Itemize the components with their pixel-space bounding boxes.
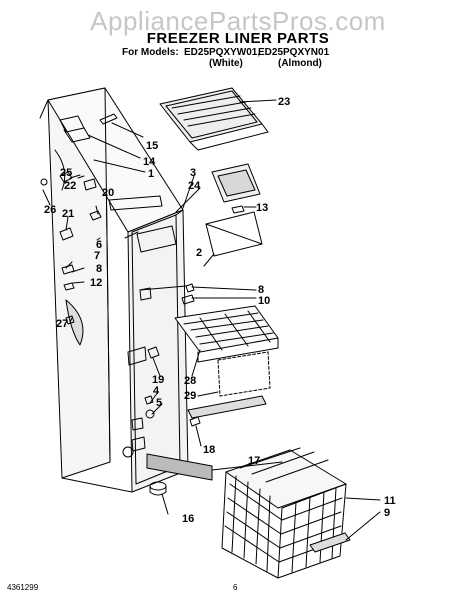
wire-basket-11 — [221, 447, 347, 579]
trim-17 — [146, 453, 213, 481]
switch-4 — [144, 395, 154, 405]
foot-16 — [149, 481, 167, 491]
model-white: ED25PQXYW01, — [184, 47, 261, 58]
callout-1: 1 — [148, 168, 154, 180]
callout-27: 27 — [56, 318, 68, 330]
callout-8a: 8 — [96, 263, 102, 275]
switch-5 — [145, 409, 155, 419]
callout-19: 19 — [152, 374, 164, 386]
callout-25: 25 — [60, 167, 72, 179]
bulb-cover — [122, 446, 134, 458]
callout-2: 2 — [196, 247, 202, 259]
callout-15: 15 — [146, 140, 158, 152]
control-21 — [59, 227, 74, 241]
callout-3: 3 — [190, 167, 196, 179]
callout-10: 10 — [258, 295, 270, 307]
callout-7: 7 — [94, 250, 100, 262]
bracket-20 — [83, 178, 97, 191]
rail-2-13 — [205, 205, 263, 257]
clip-27 — [65, 315, 75, 325]
callout-21: 21 — [62, 208, 74, 220]
callout-29: 29 — [184, 390, 196, 402]
trim-29 — [187, 395, 267, 419]
callout-23: 23 — [278, 96, 290, 108]
callout-17: 17 — [248, 455, 260, 467]
screw-26 — [40, 178, 48, 186]
damper-25 — [59, 171, 73, 183]
screw-15 — [99, 113, 118, 125]
top-shelf-23 — [159, 87, 269, 151]
cover-3-24 — [136, 163, 261, 253]
wire-shelf-28 — [174, 305, 279, 363]
callout-6: 6 — [96, 239, 102, 251]
callout-14: 14 — [143, 156, 156, 168]
white-label: (White) — [209, 58, 243, 69]
clip-12 — [63, 282, 75, 291]
bracket-6 — [89, 210, 102, 221]
doc-number: 4361299 — [7, 583, 39, 592]
callout-4: 4 — [153, 385, 160, 397]
callout-18: 18 — [203, 444, 215, 456]
callout-24: 24 — [188, 180, 201, 192]
clip-8 — [185, 283, 195, 293]
callout-9: 9 — [384, 507, 390, 519]
screw-18 — [189, 416, 201, 427]
light-socket-19 — [147, 346, 160, 359]
callout-26: 26 — [44, 204, 56, 216]
shelf-retainer-29 — [217, 351, 271, 397]
watermark: AppliancePartsPros.com — [90, 6, 386, 36]
callout-13: 13 — [256, 202, 268, 214]
model-almond: ED25PQXYN01 — [258, 47, 330, 58]
callout-8b: 8 — [258, 284, 264, 296]
callout-28: 28 — [184, 375, 196, 387]
page-title: FREEZER LINER PARTS — [146, 30, 330, 47]
leader-lines — [42, 99, 381, 541]
almond-label: (Almond) — [278, 58, 322, 69]
callout-12: 12 — [90, 277, 102, 289]
callout-labels: 23 15 14 1 3 24 25 22 20 26 21 13 6 2 7 … — [44, 96, 396, 525]
callout-5: 5 — [156, 397, 162, 409]
models-prefix: For Models: — [122, 47, 179, 58]
page-number: 6 — [233, 583, 238, 592]
callout-20: 20 — [102, 187, 114, 199]
freezer-liner — [39, 87, 189, 493]
callout-11: 11 — [384, 495, 396, 507]
callout-22: 22 — [64, 180, 76, 192]
basket-trim-9 — [309, 532, 351, 553]
callout-16: 16 — [182, 513, 194, 525]
screw-10 — [181, 294, 195, 305]
